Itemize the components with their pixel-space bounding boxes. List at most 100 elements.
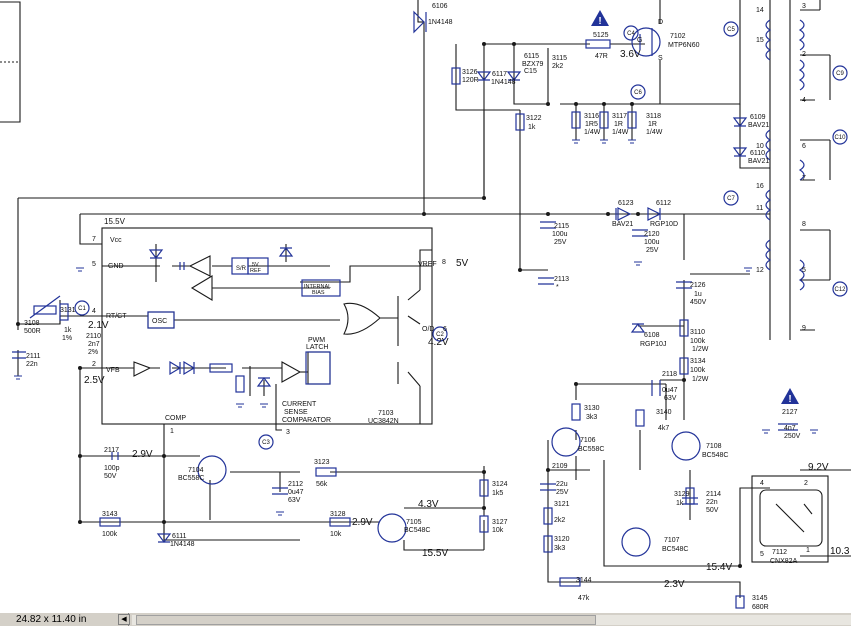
ic-pin-number: 8 bbox=[442, 259, 446, 266]
test-point-marker: C7 bbox=[727, 196, 735, 202]
comp-val: 100k bbox=[690, 367, 706, 374]
comp-ref: 3140 bbox=[656, 409, 672, 416]
opto-pin: 2 bbox=[804, 480, 808, 487]
opto-pin: 4 bbox=[760, 480, 764, 487]
comp-val: BC548C bbox=[662, 546, 688, 553]
block-ref: REF bbox=[250, 268, 262, 274]
test-point-marker: C5 bbox=[727, 27, 735, 33]
comp-val: 1k5 bbox=[492, 490, 503, 497]
comp-val: BC548C bbox=[404, 527, 430, 534]
comp-ref: 2111 bbox=[26, 353, 41, 360]
block-osc: OSC bbox=[152, 318, 167, 325]
comp-ref: 7112 bbox=[772, 549, 787, 556]
voltage-label: 5V bbox=[456, 258, 469, 269]
comp-ref: 2126 bbox=[690, 282, 706, 289]
comp-val: 22n bbox=[26, 361, 38, 368]
comp-ref: 3126 bbox=[462, 69, 478, 76]
comp-val: 10k bbox=[330, 531, 342, 538]
comp-ref: 2110 bbox=[86, 333, 101, 340]
svg-text:!: ! bbox=[788, 394, 791, 405]
comp-val: 1/4W bbox=[646, 129, 663, 136]
ic-7103-outline bbox=[101, 227, 433, 425]
comp-ref: 2114 bbox=[706, 491, 721, 498]
comp-val: 1R bbox=[648, 121, 657, 128]
comp-val: RGP10D bbox=[650, 221, 678, 228]
comp-val: 3k3 bbox=[586, 414, 597, 421]
comp-val: 2k2 bbox=[554, 517, 565, 524]
comp-val: 2% bbox=[88, 349, 98, 356]
comp-val: MTP6N60 bbox=[668, 42, 700, 49]
ic-pin-label: VFB bbox=[106, 367, 120, 374]
voltage-label: 2.3V bbox=[664, 579, 685, 590]
comp-val: 1R5 bbox=[585, 121, 598, 128]
comp-ref: 6109 bbox=[750, 114, 766, 121]
comp-val: 25V bbox=[556, 489, 569, 496]
comp-val: 63V bbox=[664, 395, 677, 402]
comp-ref: 3115 bbox=[552, 55, 567, 62]
transformer-pin: 7 bbox=[802, 175, 806, 182]
comp-ref: 6110 bbox=[750, 150, 765, 157]
comp-ref: 2127 bbox=[782, 409, 798, 416]
transformer-pin: 6 bbox=[802, 143, 806, 150]
voltage-label: 4.2V bbox=[428, 337, 449, 348]
comp-ref: 3134 bbox=[690, 358, 706, 365]
block-sr: S/R bbox=[236, 266, 247, 272]
block-csc: CURRENT bbox=[282, 401, 317, 408]
ic-pin-label: O/D bbox=[422, 326, 434, 333]
voltage-label: 2.9V bbox=[352, 517, 373, 528]
comp-val: BC558C bbox=[578, 446, 604, 453]
comp-ref: 6123 bbox=[618, 200, 634, 207]
comp-ref: 7105 bbox=[406, 519, 422, 526]
comp-val: 4n7 bbox=[784, 425, 796, 432]
voltage-label: 2.9V bbox=[132, 449, 153, 460]
test-point-marker: C6 bbox=[634, 90, 642, 96]
comp-val: 2n7 bbox=[88, 341, 100, 348]
test-point-marker: C12 bbox=[834, 287, 846, 293]
svg-text:!: ! bbox=[598, 16, 601, 27]
comp-val: 1/2W bbox=[692, 376, 709, 383]
comp-val: 25V bbox=[554, 239, 567, 246]
comp-ref: 5125 bbox=[593, 32, 609, 39]
comp-val: 100k bbox=[102, 531, 118, 538]
comp-ref: 3128 bbox=[330, 511, 346, 518]
ic-pin-label: GND bbox=[108, 263, 124, 270]
warning-triangle-icon: ! bbox=[781, 388, 799, 405]
ic-pin-label: COMP bbox=[165, 415, 186, 422]
comp-val: 47k bbox=[578, 595, 590, 602]
transformer-pin: 11 bbox=[756, 205, 763, 212]
comp-ref: 6117 bbox=[492, 71, 507, 78]
comp-ref: 7108 bbox=[706, 443, 722, 450]
pin-label: D bbox=[658, 19, 663, 26]
comp-ref: 3130 bbox=[584, 405, 600, 412]
optocoupler-outline bbox=[751, 475, 829, 563]
comp-val: BC558C bbox=[178, 475, 204, 482]
transformer-pin: 2 bbox=[802, 51, 806, 58]
ic-pin-number: 5 bbox=[92, 261, 96, 268]
comp-val: 500R bbox=[24, 328, 41, 335]
comp-ref: 3122 bbox=[526, 115, 542, 122]
comp-val: BC548C bbox=[702, 452, 728, 459]
comp-val: CNX82A bbox=[770, 558, 798, 565]
test-point-marker: C3 bbox=[262, 440, 270, 446]
chevron-left-icon[interactable]: ◀ bbox=[118, 614, 130, 625]
comp-ref: 2112 bbox=[288, 481, 303, 488]
ic-pin-label: Vcc bbox=[110, 237, 122, 244]
comp-val: 1N4148 bbox=[428, 19, 453, 26]
comp-ref: 3124 bbox=[492, 481, 508, 488]
comp-ref: 2120 bbox=[644, 231, 660, 238]
voltage-label: 15.4V bbox=[706, 562, 732, 573]
transformer-pin: 16 bbox=[756, 183, 764, 190]
comp-val: 1/4W bbox=[584, 129, 601, 136]
comp-val: 10k bbox=[492, 527, 504, 534]
comp-ref: 7107 bbox=[664, 537, 680, 544]
scrollbar-thumb[interactable] bbox=[136, 615, 596, 625]
test-point-marker: C4 bbox=[627, 31, 635, 37]
comp-ref: 2109 bbox=[552, 463, 568, 470]
comp-val: 120R bbox=[462, 77, 479, 84]
comp-ref: 3120 bbox=[554, 536, 570, 543]
comp-val: C15 bbox=[524, 68, 537, 75]
opto-pin: 5 bbox=[760, 551, 764, 558]
voltage-label: 3.6V bbox=[620, 49, 641, 60]
comp-ref: 2113 bbox=[554, 276, 569, 283]
ic-pin-number: 7 bbox=[92, 236, 96, 243]
